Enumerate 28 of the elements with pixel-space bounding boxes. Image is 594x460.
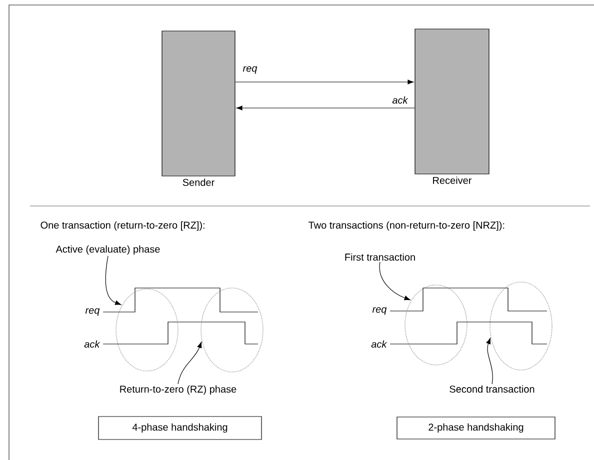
- block-box: Receiver: [414, 28, 490, 184]
- annotation-text: Active (evaluate) phase: [56, 245, 160, 255]
- annotation-text: Second transaction: [450, 385, 534, 393]
- leader-arrow: [486, 338, 493, 384]
- annotation-text: First transaction: [345, 253, 415, 261]
- signal-label: ack: [371, 340, 388, 348]
- leader-arrow: [178, 342, 202, 384]
- dotted-ellipse: [490, 282, 552, 370]
- section-heading: One transaction (return-to-zero [RZ]):: [40, 221, 204, 231]
- section-heading: Two transactions (non-return-to-zero [NRZ]):: [308, 221, 504, 231]
- dotted-ellipse: [200, 288, 264, 372]
- dotted-ellipse: [404, 284, 468, 366]
- node-label: Receiver: [433, 176, 472, 184]
- leader-arrow: [379, 262, 410, 300]
- annotation-text: Return-to-zero (RZ) phase: [120, 385, 236, 395]
- dotted-ellipse: [116, 288, 178, 372]
- edge-label: req: [242, 65, 258, 75]
- signal-label: req: [85, 308, 100, 316]
- signal-arrow: [236, 106, 415, 110]
- node-label: Sender: [182, 178, 214, 186]
- leader-arrow: [105, 256, 122, 305]
- caption-box: 2-phase handshaking: [396, 416, 556, 440]
- block-box: Sender: [162, 30, 236, 186]
- signal-label: ack: [84, 340, 100, 348]
- signal-label: req: [372, 307, 387, 315]
- edge-label: ack: [391, 95, 409, 105]
- caption-box: 4-phase handshaking: [98, 416, 262, 440]
- signal-arrow: [235, 80, 414, 84]
